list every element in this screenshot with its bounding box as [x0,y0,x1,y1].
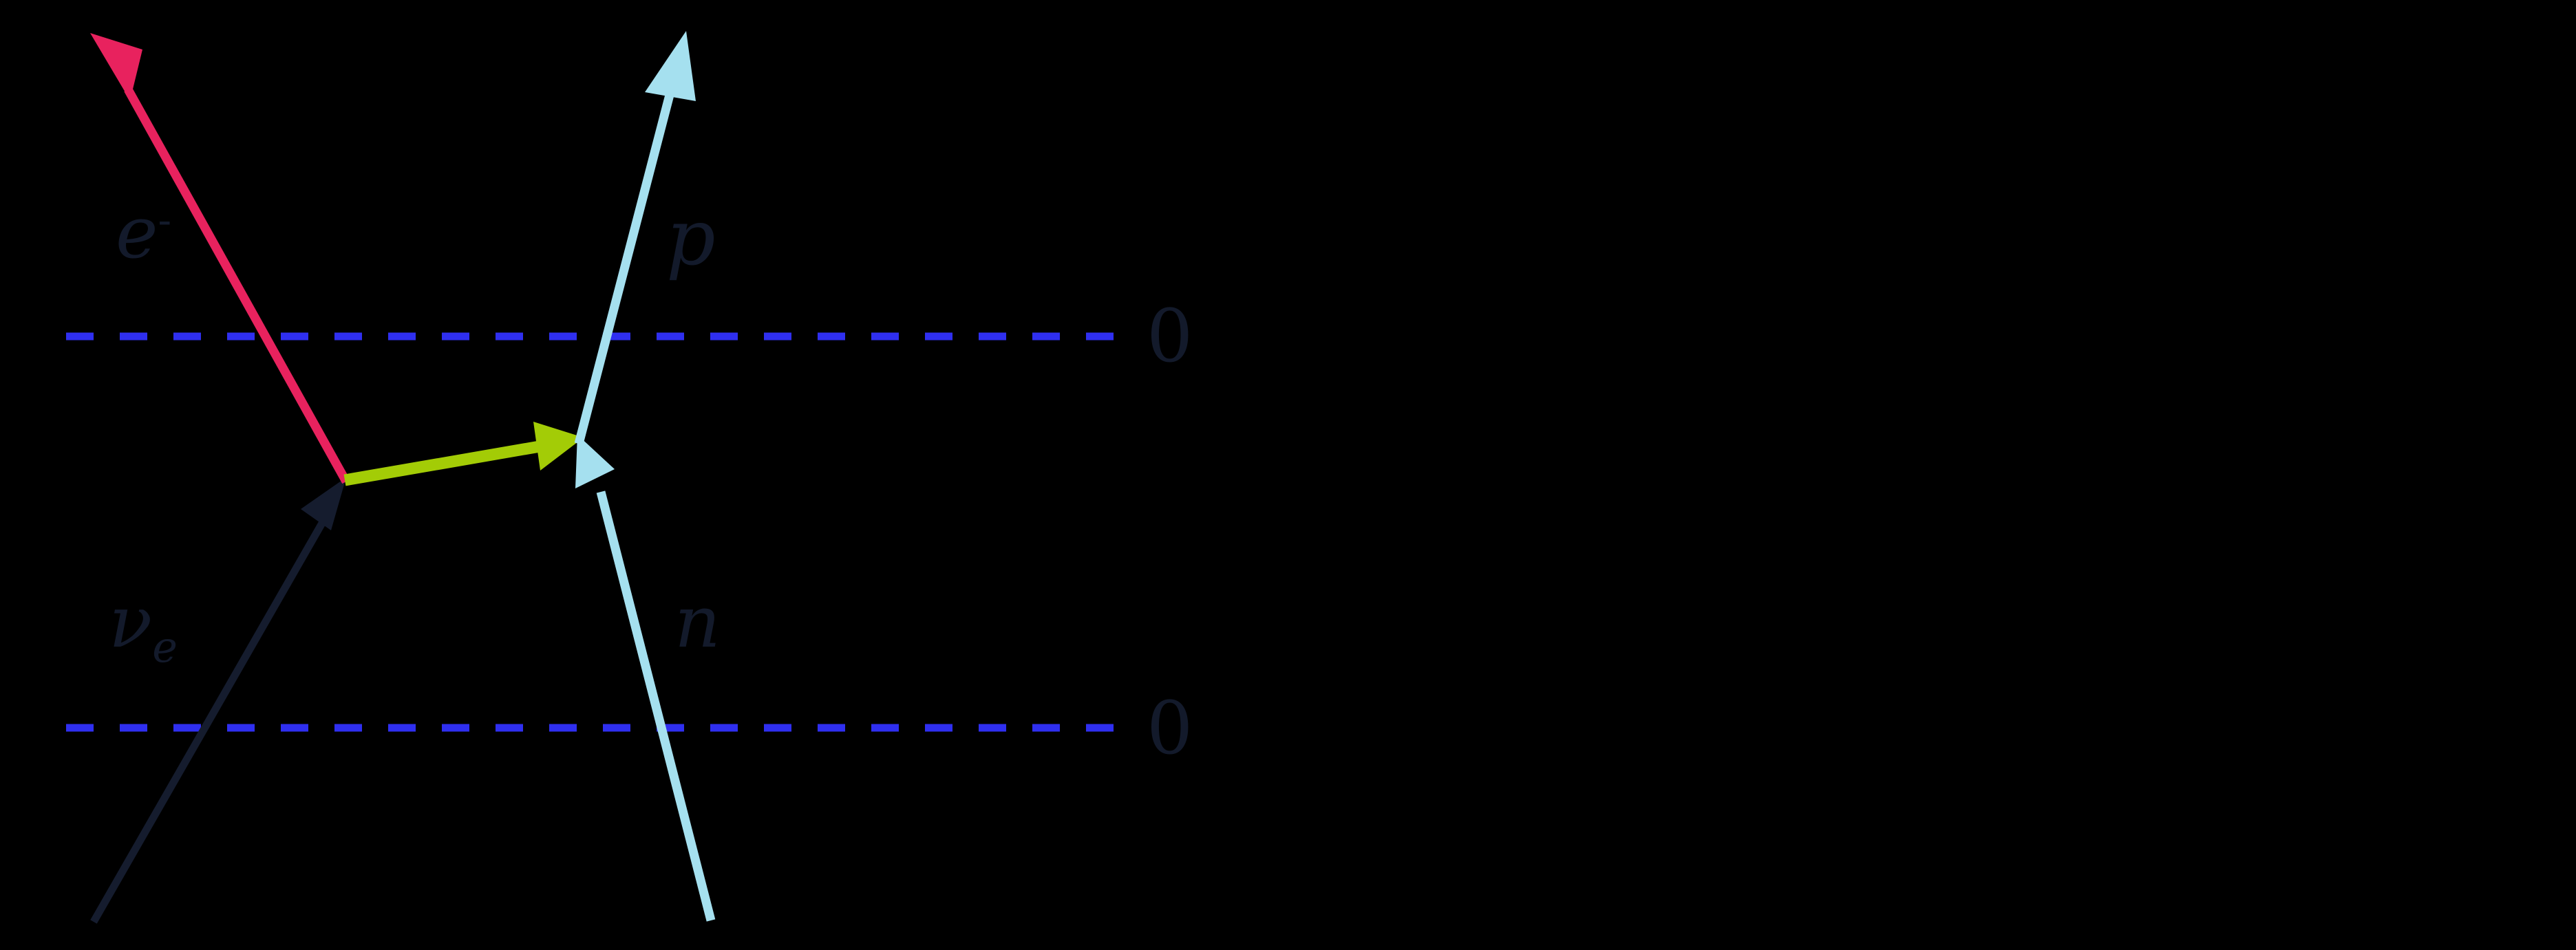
neutrino-arrowhead [301,477,346,530]
proton-line [574,94,674,445]
particle-label-neutron: n [674,586,721,658]
neutron-arrowhead [575,435,615,488]
neutrino-line-group [90,477,346,924]
neutron-symbol: n [674,580,721,664]
w-boson-arrowhead [533,422,584,471]
electron-charge-superscript: - [158,197,172,244]
proton-symbol: p [666,193,716,283]
reference-lines-group [66,332,1125,732]
electron-arrowhead [90,33,142,100]
neutrino-flavor-subscript: e [152,622,178,672]
proton-line-group [574,31,696,445]
neutron-line [596,490,716,922]
electron-line-group [90,33,350,484]
w-boson-line-group [343,422,584,486]
proton-arrowhead [645,31,696,101]
neutrino-line [90,519,327,924]
neutrino-symbol: ν [109,580,153,664]
particle-label-neutrino: νe [109,586,178,669]
reference-line-label-lower: 0 [1147,686,1193,770]
neutron-line-group [575,435,716,922]
reference-line-label-upper: 0 [1147,294,1193,378]
particle-label-proton: p [666,199,716,277]
electron-symbol: e [116,191,158,274]
w-boson-line [343,440,545,486]
electron-line [124,87,350,484]
particle-label-electron: e- [116,197,172,268]
